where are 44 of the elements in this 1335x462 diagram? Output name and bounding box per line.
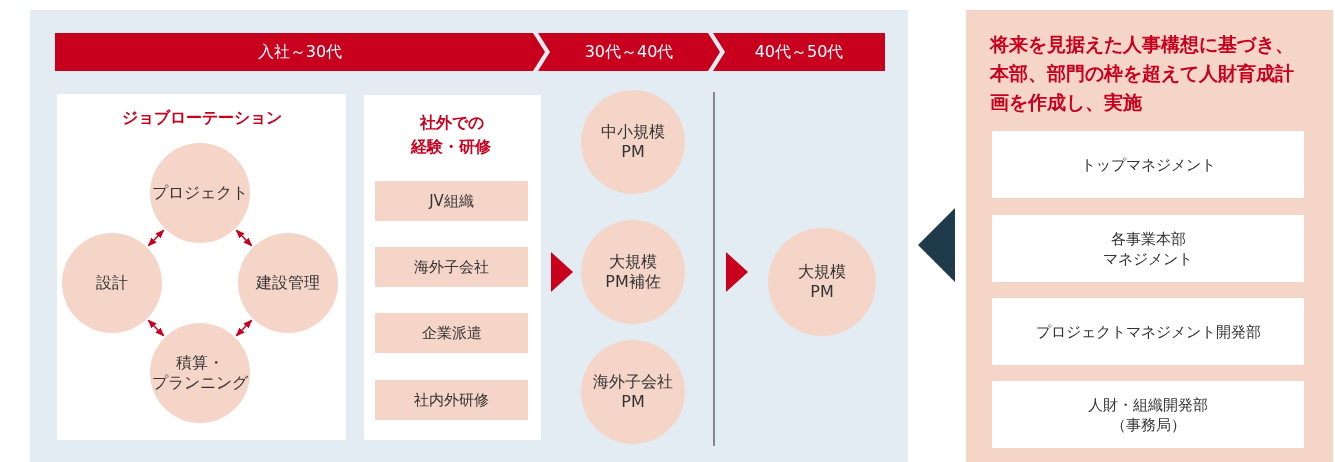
timeline-band: [55, 33, 545, 71]
label: トップマネジメント: [1080, 154, 1216, 175]
item-box: [375, 380, 528, 420]
double-arrow: [235, 319, 253, 337]
department-box: [992, 381, 1304, 448]
department-box: [992, 298, 1304, 365]
label: 大規模PM補佐: [604, 252, 662, 292]
content-panel: [364, 95, 541, 440]
department-box: [992, 215, 1304, 282]
period-label: 30代～40代: [584, 42, 674, 62]
triangle-arrow: [726, 252, 748, 292]
item-box: [375, 313, 528, 353]
item-box: [375, 247, 528, 287]
triangle-arrow: [551, 252, 573, 292]
period-label: 40代～50代: [754, 42, 844, 62]
label: 各事業本部マネジメント: [1102, 228, 1194, 269]
label: 積算・プランニング: [151, 353, 249, 393]
label: 海外子会社: [414, 257, 489, 277]
label: 設計: [96, 273, 128, 293]
label: 大規模PM: [797, 262, 847, 302]
label: 人財・組織開発部（事務局）: [1087, 394, 1209, 435]
panel-heading: 将来を見据えた人事構想に基づき、本部、部門の枠を超えて人財育成計画を作成し、実施: [990, 32, 1295, 115]
timeline-band: [538, 33, 720, 71]
side-panel: [966, 10, 1333, 462]
double-arrow: [235, 229, 253, 247]
period-label: 入社～30代: [257, 42, 343, 62]
panel-heading: 社外での経験・研修: [410, 112, 492, 158]
label: プロジェクトマネジメント開発部: [1035, 321, 1261, 342]
triangle-arrow: [918, 208, 955, 282]
label: 中小規模PM: [600, 122, 666, 162]
content-panel: [57, 94, 346, 440]
label: プロジェクト: [152, 183, 248, 203]
label: 建設管理: [256, 273, 320, 293]
label: JV組織: [429, 191, 474, 211]
label: 社内外研修: [414, 390, 489, 410]
double-arrow: [147, 319, 165, 337]
double-arrow: [147, 229, 165, 247]
timeline-band: [713, 33, 885, 71]
label: 海外子会社PM: [592, 372, 674, 412]
department-box: [992, 131, 1304, 198]
background-panel: [30, 10, 908, 462]
item-box: [375, 181, 528, 221]
panel-heading: ジョブローテーション: [121, 107, 282, 129]
label: 企業派遣: [421, 323, 482, 343]
